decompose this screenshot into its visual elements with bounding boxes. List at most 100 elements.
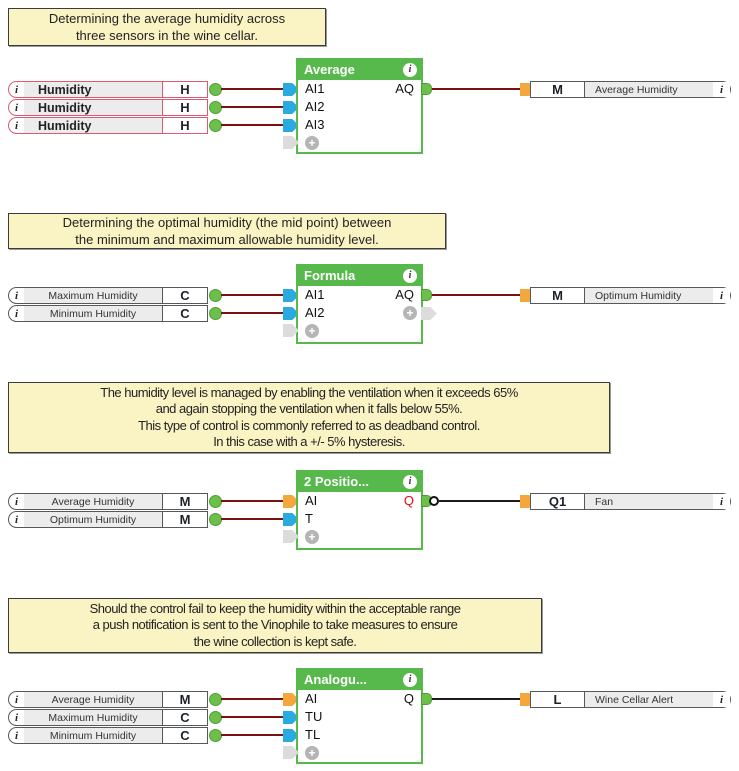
info-icon: i — [14, 289, 19, 302]
sensor-output-connector[interactable] — [209, 711, 222, 724]
block-header[interactable]: 2 Positio... i — [298, 472, 421, 492]
block-input-label: TL — [305, 727, 321, 742]
info-icon[interactable]: i — [403, 269, 417, 283]
analog-input-connector[interactable] — [283, 101, 299, 114]
info-icon: i — [713, 494, 730, 509]
block-header[interactable]: Analogu... i — [298, 670, 421, 690]
add-input-button[interactable]: + — [305, 324, 319, 338]
block-output-connector[interactable] — [421, 693, 432, 705]
add-input-connector[interactable] — [283, 746, 299, 759]
info-icon: i — [14, 513, 19, 526]
sensor-output-connector[interactable] — [209, 307, 222, 320]
block-input-label: T — [305, 511, 313, 526]
note-line: a push notification is sent to the Vinop… — [92, 617, 458, 633]
input-pill-maximum-humidity[interactable]: i Maximum Humidity C — [8, 287, 208, 304]
input-label: Optimum Humidity — [24, 512, 162, 527]
analog-input-connector[interactable] — [283, 289, 299, 302]
block-output-connector[interactable] — [421, 83, 432, 95]
block-input-label: AI2 — [305, 305, 325, 320]
wire — [221, 106, 284, 108]
wire — [221, 88, 284, 90]
input-pill-minimum-humidity[interactable]: i Minimum Humidity C — [8, 305, 208, 322]
sensor-output-connector[interactable] — [209, 693, 222, 706]
input-pill-humidity-3[interactable]: i Humidity H — [8, 117, 208, 134]
output-pill-wine-cellar-alert[interactable]: L Wine Cellar Alert i — [530, 691, 731, 708]
output-pill-optimum-humidity[interactable]: M Optimum Humidity i — [530, 287, 731, 304]
sensor-output-connector[interactable] — [209, 495, 222, 508]
sensor-output-connector[interactable] — [209, 729, 222, 742]
input-label: Minimum Humidity — [24, 728, 162, 743]
analog-input-connector[interactable] — [283, 307, 299, 320]
block-header[interactable]: Average i — [298, 60, 421, 80]
input-pill-humidity-1[interactable]: i Humidity H — [8, 81, 208, 98]
digital-output-node[interactable] — [429, 496, 439, 506]
function-block-average[interactable]: Average i AI1 AQ AI2 AI3 + — [296, 58, 423, 154]
wire — [221, 518, 284, 520]
block-title: Analogu... — [304, 672, 367, 687]
analog-input-connector[interactable] — [283, 693, 299, 706]
function-block-formula[interactable]: Formula i AI1 AQ AI2 + + — [296, 264, 423, 344]
input-pill-minimum-humidity[interactable]: i Minimum Humidity C — [8, 727, 208, 744]
add-input-button[interactable]: + — [305, 530, 319, 544]
output-pill-average-humidity[interactable]: M Average Humidity i — [530, 81, 731, 98]
analog-input-connector[interactable] — [283, 513, 299, 526]
block-header[interactable]: Formula i — [298, 266, 421, 286]
input-code: C — [162, 288, 207, 303]
comment-note-deadband[interactable]: The humidity level is managed by enablin… — [8, 382, 610, 453]
wire — [439, 500, 521, 502]
sensor-output-connector[interactable] — [209, 119, 222, 132]
output-pill-fan[interactable]: Q1 Fan i — [530, 493, 731, 510]
note-line: the minimum and maximum allowable humidi… — [75, 232, 379, 247]
analog-input-connector[interactable] — [283, 711, 299, 724]
block-input-label: AI — [305, 493, 318, 508]
function-block-2-position-controller[interactable]: 2 Positio... i AI Q T + — [296, 470, 423, 550]
add-output-connector[interactable] — [421, 307, 437, 320]
input-label: Minimum Humidity — [24, 306, 162, 321]
add-input-connector[interactable] — [283, 324, 299, 337]
comment-note-average[interactable]: Determining the average humidity across … — [8, 8, 326, 46]
analog-input-connector[interactable] — [283, 729, 299, 742]
input-pill-average-humidity[interactable]: i Average Humidity M — [8, 691, 208, 708]
analog-input-connector[interactable] — [283, 119, 299, 132]
add-output-button[interactable]: + — [403, 306, 417, 320]
comment-note-alert[interactable]: Should the control fail to keep the humi… — [8, 598, 542, 653]
wire — [221, 698, 284, 700]
wire — [221, 500, 284, 502]
block-input-label: AI1 — [305, 287, 325, 302]
output-code: Q1 — [531, 494, 585, 509]
add-input-connector[interactable] — [283, 530, 299, 543]
info-icon: i — [713, 82, 730, 97]
comment-note-formula[interactable]: Determining the optimal humidity (the mi… — [8, 213, 446, 249]
wire — [221, 124, 284, 126]
input-pill-humidity-2[interactable]: i Humidity H — [8, 99, 208, 116]
sensor-output-connector[interactable] — [209, 289, 222, 302]
analog-input-connector[interactable] — [283, 495, 299, 508]
output-code: M — [531, 82, 585, 97]
info-icon[interactable]: i — [403, 673, 417, 687]
input-label: Maximum Humidity — [24, 710, 162, 725]
wire — [221, 734, 284, 736]
input-pill-optimum-humidity[interactable]: i Optimum Humidity M — [8, 511, 208, 528]
input-label: Average Humidity — [24, 692, 162, 707]
sensor-output-connector[interactable] — [209, 513, 222, 526]
block-input-label: AI1 — [305, 81, 325, 96]
input-code: C — [162, 710, 207, 725]
input-code: H — [162, 100, 207, 115]
block-output-label: Q — [403, 493, 414, 508]
input-pill-average-humidity[interactable]: i Average Humidity M — [8, 493, 208, 510]
add-input-button[interactable]: + — [305, 746, 319, 760]
sensor-output-connector[interactable] — [209, 101, 222, 114]
info-icon: i — [14, 83, 19, 96]
add-input-connector[interactable] — [283, 136, 299, 149]
input-label: Humidity — [24, 118, 162, 133]
sensor-output-connector[interactable] — [209, 83, 222, 96]
analog-input-connector[interactable] — [283, 83, 299, 96]
info-icon[interactable]: i — [403, 63, 417, 77]
function-block-analogue-monitor[interactable]: Analogu... i AI Q TU TL + — [296, 668, 423, 764]
block-output-connector[interactable] — [421, 289, 432, 301]
input-code: C — [162, 728, 207, 743]
note-line: Should the control fail to keep the humi… — [89, 600, 461, 616]
info-icon[interactable]: i — [403, 475, 417, 489]
input-pill-maximum-humidity[interactable]: i Maximum Humidity C — [8, 709, 208, 726]
add-input-button[interactable]: + — [305, 136, 319, 150]
